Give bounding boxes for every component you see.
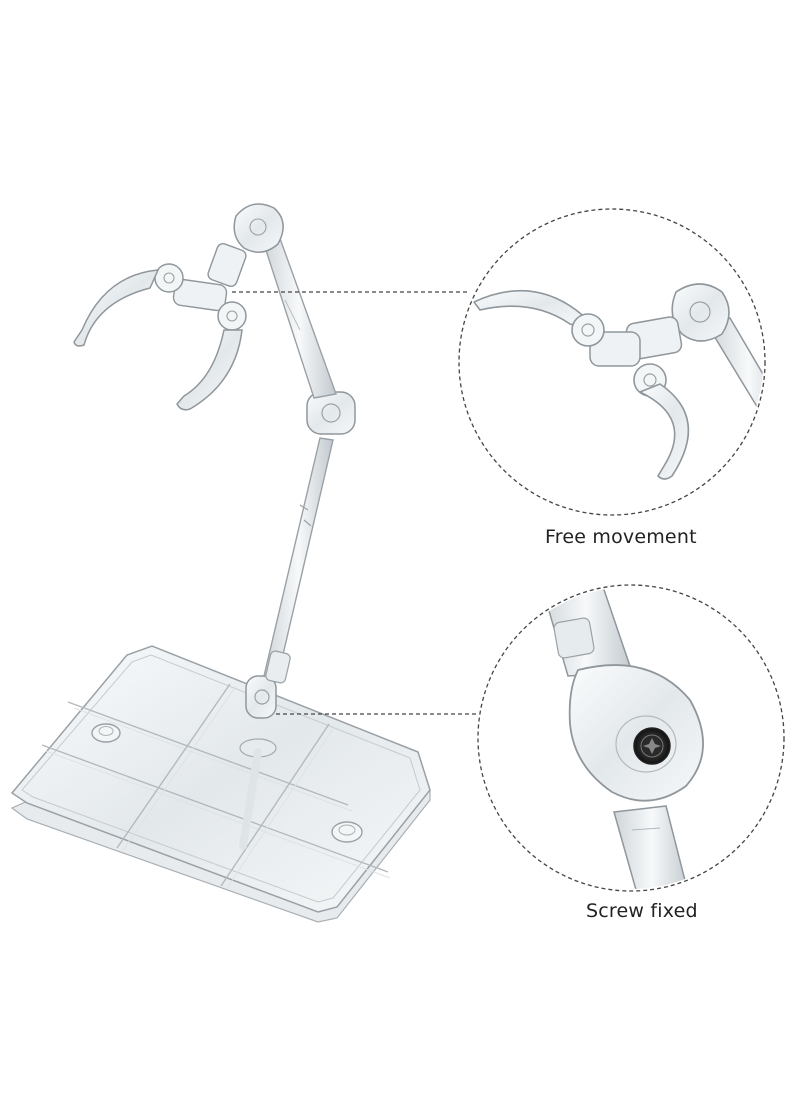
caption-free-movement: Free movement — [545, 526, 697, 548]
detail-circle-free-movement — [458, 208, 766, 516]
stand-arm — [73, 203, 356, 850]
base-plate — [10, 645, 431, 923]
caption-screw-fixed: Screw fixed — [586, 900, 698, 922]
detail-circle-screw-fixed — [477, 584, 785, 892]
